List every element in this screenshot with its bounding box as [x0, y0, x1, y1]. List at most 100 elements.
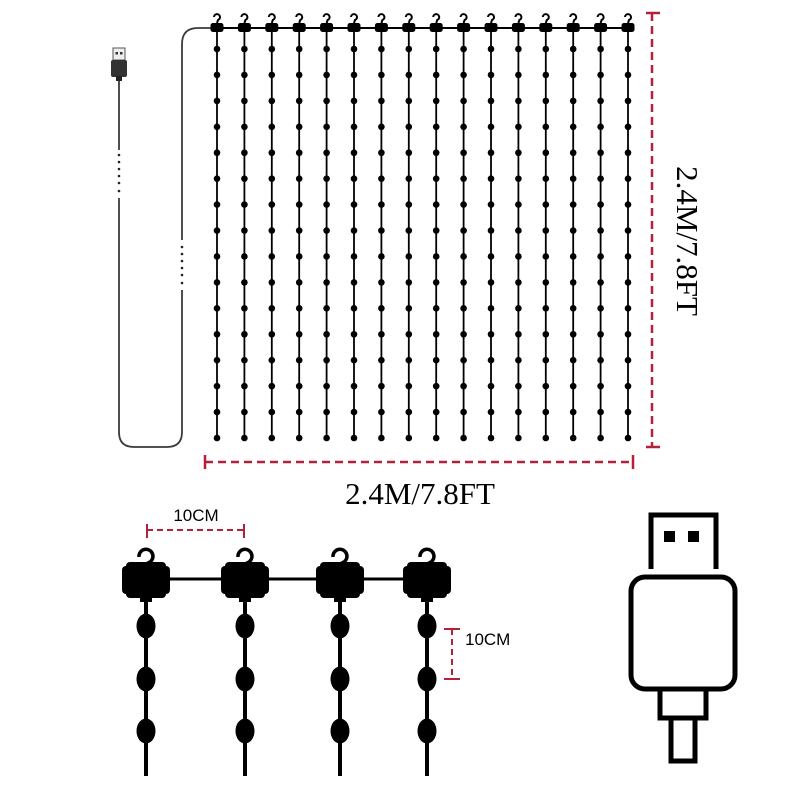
- bulb: [213, 408, 221, 416]
- bulb: [350, 201, 358, 208]
- bulb: [213, 434, 221, 442]
- bulb: [515, 227, 522, 234]
- bulb: [432, 71, 440, 79]
- cable-break-dots: [117, 153, 184, 285]
- bulb: [268, 149, 276, 157]
- hook-icon: [267, 13, 276, 24]
- hook-icon: [213, 13, 221, 24]
- bulb: [213, 71, 221, 79]
- bulb: [241, 356, 248, 364]
- bulb: [569, 356, 577, 364]
- bulb: [378, 279, 385, 286]
- bulb: [487, 71, 495, 79]
- bulb: [241, 382, 248, 390]
- detail-strand: [122, 547, 170, 776]
- bulb: [295, 201, 303, 208]
- bulb: [350, 227, 358, 234]
- bulb: [378, 382, 385, 390]
- bulb: [241, 227, 248, 234]
- bulb: [350, 123, 358, 131]
- bulb: [432, 408, 440, 416]
- bulb: [624, 330, 632, 338]
- bulb: [405, 408, 413, 416]
- bulb: [241, 201, 248, 208]
- bulb: [323, 356, 330, 364]
- bulb: [597, 382, 604, 390]
- hook-icon: [514, 13, 523, 24]
- bulb: [569, 253, 577, 260]
- bulb: [542, 279, 550, 286]
- bulb: [350, 253, 358, 260]
- bulb: [515, 123, 522, 131]
- bulb: [460, 123, 467, 131]
- bulb: [295, 305, 303, 312]
- bulb: [378, 227, 385, 234]
- bulb: [378, 201, 385, 208]
- bulb: [323, 45, 330, 53]
- bulb: [542, 201, 550, 208]
- bulb: [323, 227, 330, 234]
- bulb: [405, 253, 413, 260]
- bulb: [460, 71, 467, 79]
- bulb: [432, 356, 440, 364]
- bulb: [378, 330, 385, 338]
- bulb: [432, 253, 440, 260]
- bulb: [542, 382, 550, 390]
- bulb: [460, 253, 467, 260]
- bulb: [241, 305, 248, 312]
- bulb: [597, 253, 604, 260]
- bulb: [405, 201, 413, 208]
- bulb: [323, 305, 330, 312]
- hook-icon: [487, 13, 495, 24]
- bulb: [213, 45, 221, 53]
- bulb: [350, 71, 358, 79]
- power-cable: [118, 27, 215, 448]
- bulb: [569, 227, 577, 234]
- bulb: [213, 279, 221, 286]
- bulb: [432, 175, 440, 182]
- bulb: [515, 382, 522, 390]
- bulb: [241, 149, 248, 157]
- bulb: [405, 71, 413, 79]
- bulb: [542, 71, 550, 79]
- bulb: [597, 149, 604, 157]
- bulb: [597, 123, 604, 131]
- bulb: [295, 71, 303, 79]
- bulb: [624, 71, 632, 79]
- hook-icon: [541, 13, 550, 24]
- bulb: [569, 45, 577, 53]
- bulb: [295, 175, 303, 182]
- bulb: [350, 356, 358, 364]
- bulb: [515, 175, 522, 182]
- bulb: [417, 613, 437, 639]
- bulb: [213, 356, 221, 364]
- curtain-strand: [265, 13, 279, 442]
- bulb: [378, 253, 385, 260]
- hook-icon: [569, 13, 578, 24]
- bulb: [268, 201, 276, 208]
- bulb: [136, 718, 156, 744]
- bulb: [487, 97, 495, 105]
- bulb: [460, 305, 467, 312]
- bulb: [542, 227, 550, 234]
- bulb: [624, 305, 632, 312]
- bulb: [268, 305, 276, 312]
- bulb: [405, 97, 413, 105]
- bulb: [597, 201, 604, 208]
- detail-closeup: [122, 547, 451, 776]
- bulb: [624, 382, 632, 390]
- bulb: [268, 434, 276, 442]
- bulb: [515, 149, 522, 157]
- hook-icon: [596, 13, 605, 24]
- curtain-strand: [484, 13, 498, 442]
- bulb: [295, 227, 303, 234]
- bulb: [542, 305, 550, 312]
- bulb: [350, 434, 358, 442]
- bulb: [542, 434, 550, 442]
- bulb: [432, 149, 440, 157]
- bulb: [241, 279, 248, 286]
- curtain-strands: [210, 13, 635, 442]
- bulb: [487, 45, 495, 53]
- bulb: [597, 279, 604, 286]
- curtain-strand: [594, 13, 608, 442]
